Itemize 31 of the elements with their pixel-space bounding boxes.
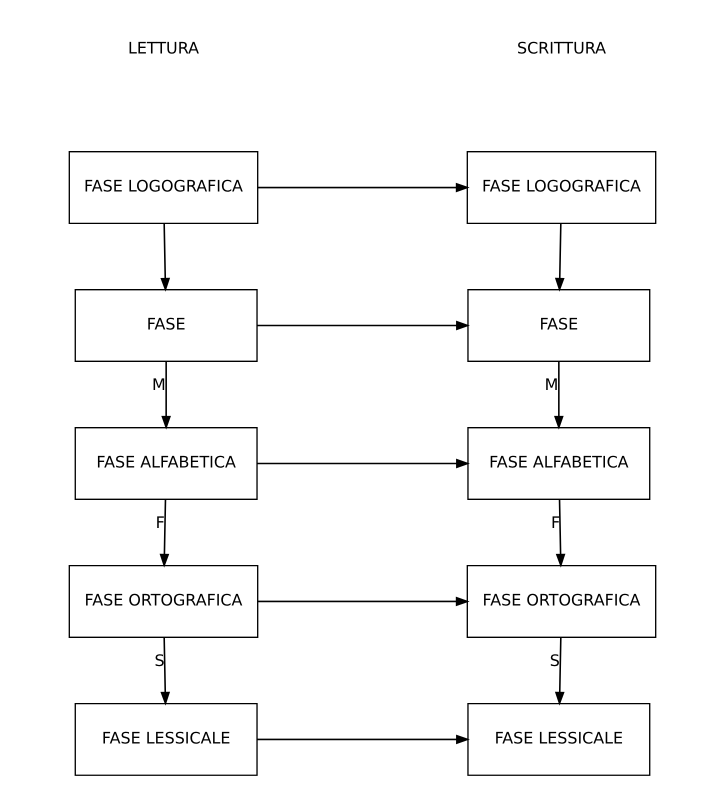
node-box: FASE [74, 289, 258, 362]
node-box: FASE [467, 289, 650, 362]
arrow [258, 182, 470, 192]
arrow [554, 637, 565, 706]
node-box: FASE ORTOGRAFICA [466, 564, 656, 638]
arrow [257, 458, 470, 468]
arrow [554, 223, 565, 292]
edge-label: S [550, 651, 560, 670]
node-box: FASE ORTOGRAFICA [68, 564, 258, 638]
node-box: FASE LOGOGRAFICA [466, 151, 656, 224]
arrow [257, 734, 470, 744]
node-box: FASE LESSICALE [74, 702, 258, 776]
label: SCRITTURA [516, 38, 606, 58]
node-box: FASE LOGOGRAFICA [68, 151, 258, 224]
arrow [160, 637, 170, 706]
label: LETTURA [128, 38, 199, 58]
arrow [257, 320, 470, 330]
arrow [258, 596, 470, 606]
arrow [554, 361, 564, 430]
node-box: FASE ALFABETICA [467, 427, 650, 500]
edge-label: S [154, 651, 165, 670]
arrow [556, 499, 566, 568]
node-box: FASE LESSICALE [467, 702, 650, 776]
arrow [161, 361, 171, 430]
edge-label: M [544, 375, 558, 394]
edge-label: F [550, 513, 560, 532]
edge-label: F [156, 513, 165, 532]
edge-label: M [152, 375, 166, 394]
node-box: FASE ALFABETICA [74, 427, 258, 500]
arrow [160, 499, 170, 568]
arrow [160, 223, 170, 292]
